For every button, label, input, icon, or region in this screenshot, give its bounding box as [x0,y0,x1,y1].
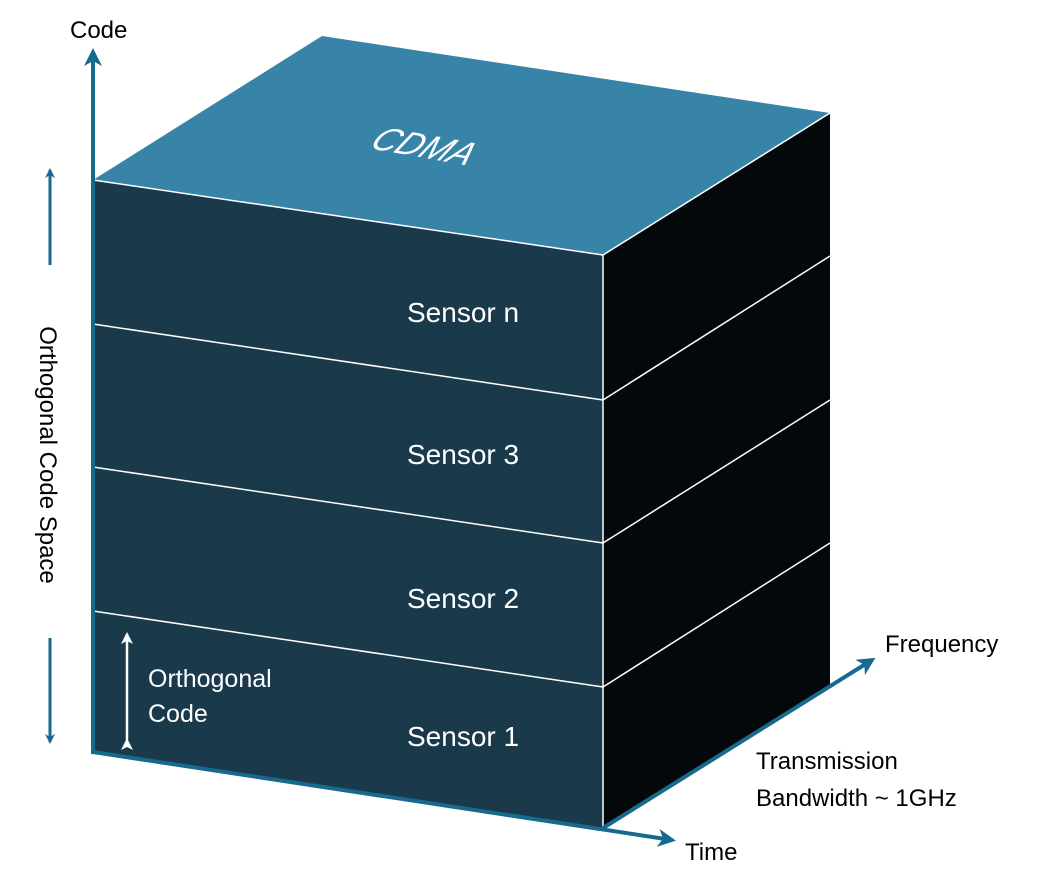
frequency-axis-label: Frequency [885,631,998,658]
front-divider-1 [92,323,604,401]
sensor-1-label: Sensor 1 [407,721,519,752]
front-divider-3 [92,610,604,688]
side-divider-3 [602,542,831,688]
frequency-axis [601,657,876,830]
cube-front-face [93,180,603,828]
code-axis-label: Code [70,17,127,44]
side-divider-2 [602,399,831,544]
time-axis [92,750,676,847]
sensor-3-label: Sensor 3 [407,439,519,470]
cube-top-face [93,36,830,255]
code-space-label: Orthogonal Code Space [34,326,61,584]
sensor-n-label: Sensor n [407,297,519,328]
orthogonal-code-label-line2: Code [148,700,208,728]
front-divider-2 [92,466,604,544]
time-axis-label: Time [685,839,737,866]
side-divider-1 [602,255,831,401]
orthogonal-code-label-line1: Orthogonal [148,665,272,693]
top-side-edge [602,112,831,256]
top-front-edge [92,179,604,256]
bandwidth-label-line2: Bandwidth ~ 1GHz [756,785,957,812]
bandwidth-label-line1: Transmission [756,748,898,775]
sensor-2-label: Sensor 2 [407,583,519,614]
